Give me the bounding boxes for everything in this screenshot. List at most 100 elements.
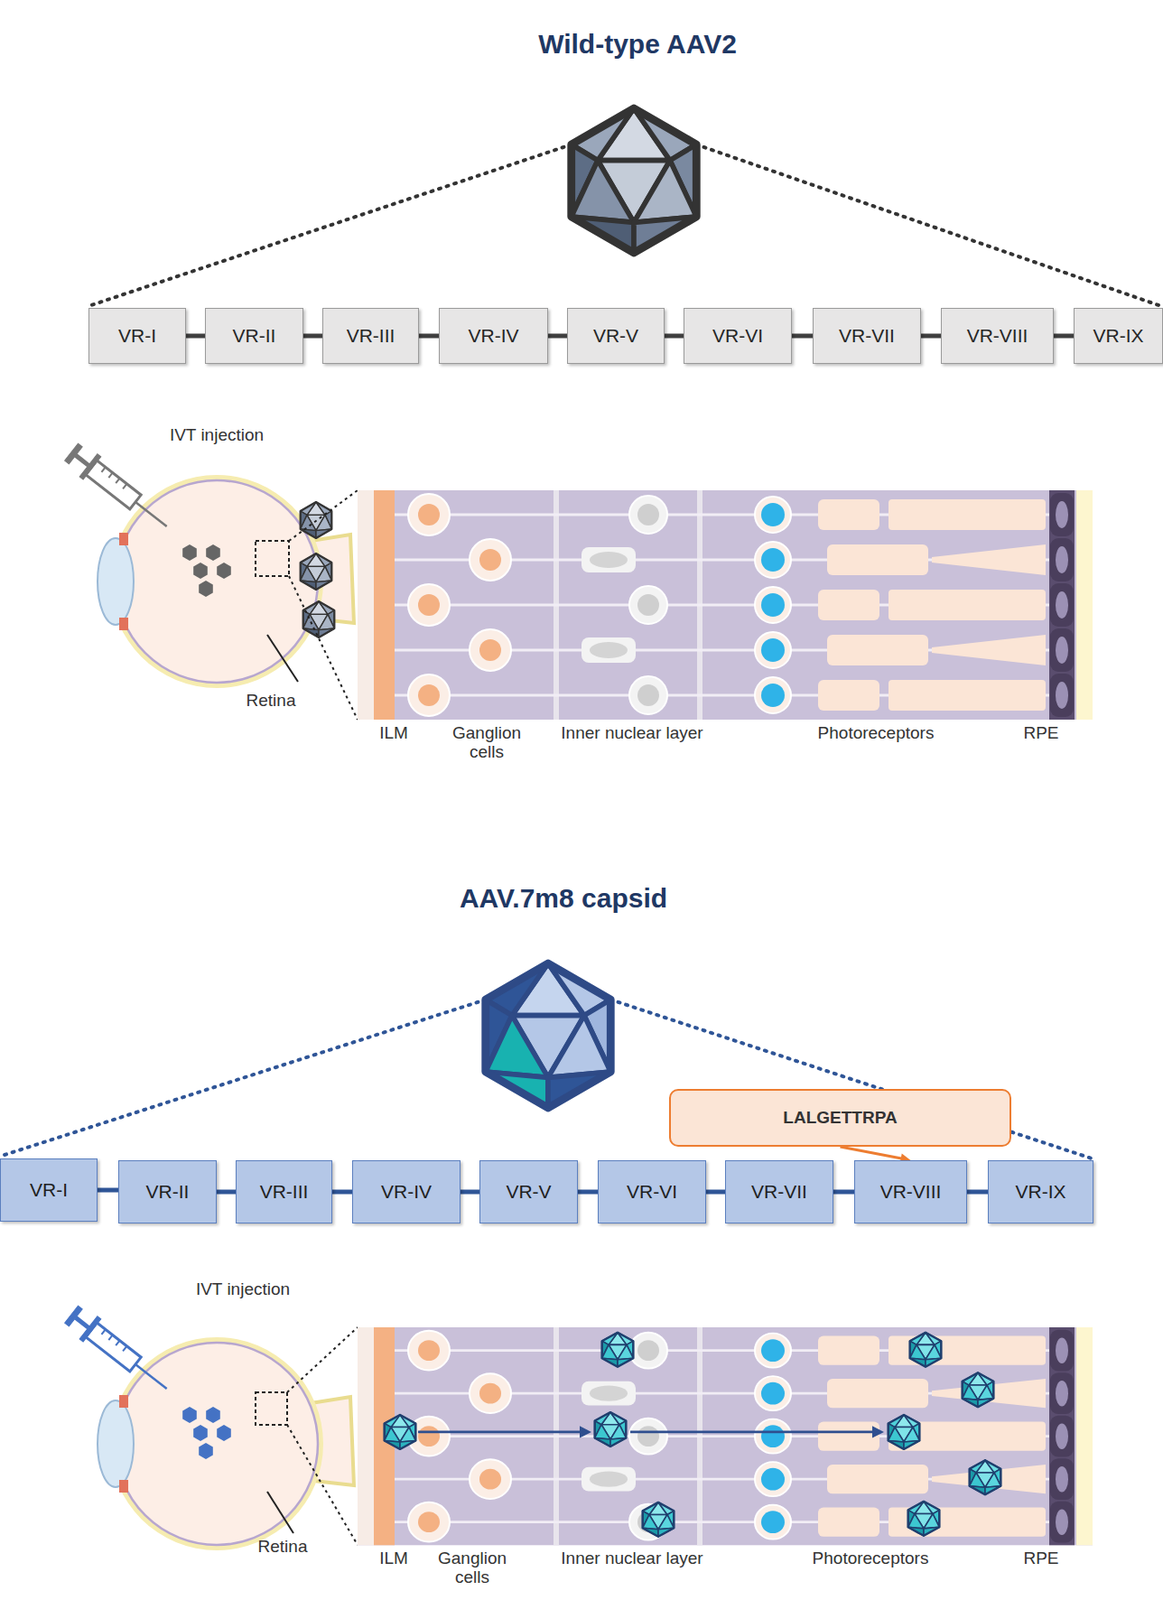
eye-drawing <box>97 1337 354 1551</box>
region-box: VR-IV <box>352 1160 461 1224</box>
region-box: VR-VIII <box>940 307 1054 364</box>
box-text: VR-VII <box>751 1181 808 1203</box>
connector-line <box>833 1190 855 1195</box>
annotation: IVT injection <box>169 426 264 446</box>
layer-label: Ganglion cells <box>428 1549 516 1588</box>
box-text: VR-VI <box>712 325 763 347</box>
region-box: VR-IX <box>1073 307 1163 364</box>
connector <box>706 1191 726 1193</box>
box-text: VR-VI <box>626 1181 678 1203</box>
connector-line <box>548 334 568 339</box>
vector-particles <box>182 1406 232 1460</box>
retina-layers <box>357 1327 1093 1545</box>
layer-label: Photoreceptors <box>818 724 935 744</box>
box-text: VR-IX <box>1014 1181 1066 1203</box>
connector-line <box>460 1190 480 1195</box>
region-box: VR-VI <box>597 1160 707 1224</box>
capsid-icon <box>485 963 612 1108</box>
box-text: VR-I <box>29 1179 68 1201</box>
connector <box>460 1191 480 1193</box>
box-text: VR-VII <box>838 325 895 347</box>
region-box: VR-VIII <box>854 1160 968 1224</box>
connector <box>967 1191 988 1193</box>
connector-line <box>706 1190 726 1195</box>
connector-line <box>577 1190 598 1195</box>
box-text: VR-III <box>346 325 396 347</box>
connector-line <box>418 334 439 339</box>
connector-line <box>840 1146 903 1159</box>
region-box: VR-I <box>88 307 187 364</box>
connector <box>791 335 813 337</box>
box-text: VR-VIII <box>880 1181 942 1203</box>
layer-label: Inner nuclear layer <box>560 1549 703 1569</box>
peptide-callout: LALGETTRPA <box>669 1088 1012 1147</box>
section-heading: AAV.7m8 capsid <box>459 883 668 913</box>
box-text: VR-II <box>146 1181 190 1203</box>
connector <box>833 1191 855 1193</box>
box-text: VR-IV <box>467 325 519 347</box>
region-box: VR-V <box>479 1160 578 1224</box>
connector-line <box>97 1188 119 1193</box>
syringe <box>62 440 176 539</box>
region-box: VR-III <box>235 1160 333 1224</box>
connector <box>97 1190 119 1191</box>
region-box: VR-IV <box>438 307 549 364</box>
zoom-lines <box>255 490 358 720</box>
virus-icon <box>303 601 335 638</box>
connector <box>216 1191 236 1193</box>
region-box: VR-IX <box>987 1160 1094 1224</box>
region-box: VR-VII <box>725 1160 834 1224</box>
leader-line <box>267 634 298 682</box>
connector-line <box>664 334 684 339</box>
virus-icon <box>300 553 333 590</box>
connector-line <box>967 1190 988 1195</box>
box-text: VR-V <box>593 325 639 347</box>
layer-label: Photoreceptors <box>812 1549 930 1569</box>
region-box: VR-III <box>322 307 419 364</box>
section-heading: Wild-type AAV2 <box>538 28 737 59</box>
box-text: VR-IV <box>381 1181 432 1203</box>
layer-label: Inner nuclear layer <box>560 724 703 744</box>
box-text: VR-I <box>118 325 157 347</box>
vector-particles <box>182 544 232 597</box>
connector <box>418 335 439 337</box>
connector <box>303 335 323 337</box>
connector-line <box>332 1190 353 1195</box>
annotation: Retina <box>258 1537 308 1557</box>
region-box: VR-V <box>567 307 665 364</box>
box-text: VR-III <box>260 1181 309 1203</box>
connector-line <box>921 334 941 339</box>
connector <box>186 335 205 337</box>
annotation: Retina <box>246 691 297 711</box>
connector <box>548 335 568 337</box>
box-text: VR-VIII <box>967 325 1029 347</box>
layer-label: RPE <box>1023 724 1059 744</box>
retina-layers <box>357 490 1093 720</box>
connector-line <box>216 1190 236 1195</box>
connector <box>577 1191 598 1193</box>
region-box: VR-I <box>0 1158 98 1222</box>
connector <box>921 335 941 337</box>
layer-label: ILM <box>379 1549 409 1569</box>
connector-line <box>1053 334 1074 339</box>
box-text: VR-IX <box>1092 325 1144 347</box>
connector-line <box>186 334 205 339</box>
leader-line <box>267 1491 294 1534</box>
box-text: VR-V <box>505 1181 551 1203</box>
connector <box>664 335 684 337</box>
layer-label: ILM <box>379 724 409 744</box>
region-box: VR-VII <box>812 307 922 364</box>
layer-label: Ganglion cells <box>443 724 531 763</box>
layer-label: RPE <box>1023 1549 1059 1569</box>
box-text: LALGETTRPA <box>782 1107 897 1128</box>
capsid-icon <box>571 108 698 253</box>
connector-line <box>303 334 323 339</box>
connector-line <box>791 334 813 339</box>
connector <box>1053 335 1074 337</box>
region-box: VR-II <box>118 1160 217 1224</box>
region-box: VR-II <box>204 307 304 364</box>
eye-drawing <box>97 474 354 689</box>
